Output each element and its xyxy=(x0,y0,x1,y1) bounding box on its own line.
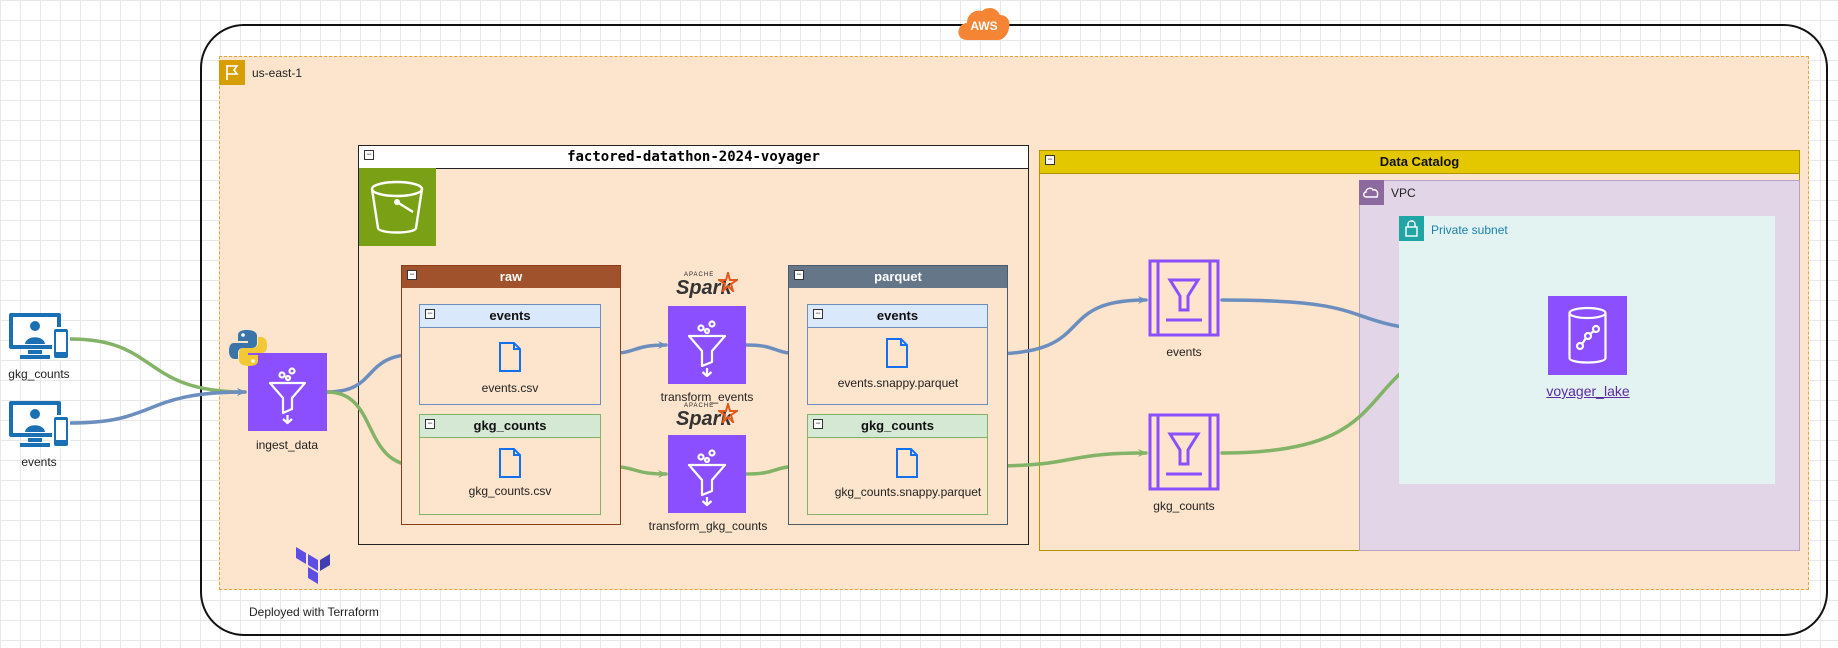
file-icon xyxy=(886,338,908,368)
vpc-label: VPC xyxy=(1391,186,1416,200)
gkg-counts-csv-label: gkg_counts.csv xyxy=(468,484,552,498)
aws-badge: AWS xyxy=(970,19,998,33)
collapse-toggle[interactable]: − xyxy=(407,270,417,280)
terraform-icon xyxy=(296,546,332,586)
raw-gkg-title: gkg_counts xyxy=(420,415,600,438)
gkg-counts-crawler[interactable] xyxy=(1146,412,1222,492)
raw-title: raw xyxy=(402,266,620,288)
voyager-lake-database[interactable] xyxy=(1548,296,1627,375)
ingest-data-label: ingest_data xyxy=(255,438,319,452)
glue-function-icon xyxy=(687,449,727,507)
source-events xyxy=(8,400,70,450)
aws-logo: AWS xyxy=(957,6,1011,42)
footer-label: Deployed with Terraform xyxy=(249,605,379,619)
transform-events-label: transform_events xyxy=(660,390,754,404)
source-events-label: events xyxy=(21,455,57,469)
parquet-gkg-folder: gkg_counts − xyxy=(807,414,988,515)
collapse-toggle[interactable]: − xyxy=(425,309,435,319)
gkg-counts-parquet-label: gkg_counts.snappy.parquet xyxy=(834,485,982,499)
spark-logo-small: APACHE xyxy=(684,272,715,278)
file-icon xyxy=(499,448,521,478)
spark-star-icon xyxy=(718,403,738,423)
events-parquet-label: events.snappy.parquet xyxy=(837,376,959,390)
raw-gkg-folder: gkg_counts − xyxy=(419,414,601,515)
data-catalog-title: Data Catalog xyxy=(1040,151,1799,174)
ingest-data-function[interactable] xyxy=(248,353,327,431)
s3-bucket-icon xyxy=(359,168,436,246)
spark-logo-small: APACHE xyxy=(684,403,715,409)
lock-icon xyxy=(1399,216,1424,241)
python-icon xyxy=(228,328,268,368)
database-icon xyxy=(1568,306,1607,364)
voyager-lake-link[interactable]: voyager_lake xyxy=(1546,383,1630,399)
collapse-toggle[interactable]: − xyxy=(1045,155,1055,165)
events-parquet-file[interactable] xyxy=(885,338,909,368)
events-crawler-label: events xyxy=(1166,345,1202,359)
parquet-title: parquet xyxy=(789,266,1007,288)
events-csv-file[interactable] xyxy=(498,342,522,372)
raw-events-folder: events − xyxy=(419,304,601,405)
region-flag-icon xyxy=(219,60,245,85)
region-label: us-east-1 xyxy=(252,66,303,80)
vpc-cloud-icon xyxy=(1359,180,1384,205)
collapse-toggle[interactable]: − xyxy=(364,150,374,160)
spark-logo-text: Spark xyxy=(676,277,732,299)
client-devices-icon xyxy=(9,313,70,360)
collapse-toggle[interactable]: − xyxy=(813,309,823,319)
parquet-gkg-title: gkg_counts xyxy=(808,415,987,438)
spark-logo: APACHE Spark xyxy=(674,403,740,435)
private-subnet-label: Private subnet xyxy=(1431,223,1508,237)
events-csv-label: events.csv xyxy=(481,381,539,395)
collapse-toggle[interactable]: − xyxy=(813,419,823,429)
transform-gkg-counts-function[interactable] xyxy=(668,435,746,513)
raw-events-title: events xyxy=(420,305,600,328)
gkg-counts-crawler-label: gkg_counts xyxy=(1153,499,1215,513)
glue-function-icon xyxy=(268,367,307,425)
spark-logo: APACHE Spark xyxy=(674,272,740,304)
events-crawler[interactable] xyxy=(1146,258,1222,338)
gkg-counts-parquet-file[interactable] xyxy=(895,448,919,478)
glue-function-icon xyxy=(687,320,727,378)
glue-crawler-icon xyxy=(1148,259,1220,337)
transform-events-function[interactable] xyxy=(668,306,746,384)
bucket-icon xyxy=(370,180,424,234)
collapse-toggle[interactable]: − xyxy=(425,419,435,429)
file-icon xyxy=(499,342,521,372)
transform-gkg-counts-label: transform_gkg_counts xyxy=(648,519,768,533)
spark-star-icon xyxy=(718,272,738,292)
aws-cloud-group xyxy=(200,24,1828,636)
client-devices-icon xyxy=(9,401,70,448)
gkg-counts-csv-file[interactable] xyxy=(498,448,522,478)
bucket-title: factored-datathon-2024-voyager xyxy=(359,146,1028,169)
spark-logo-text: Spark xyxy=(676,408,732,430)
source-gkg-counts-label: gkg_counts xyxy=(8,367,70,381)
parquet-events-folder: events − xyxy=(807,304,988,405)
source-gkg-counts xyxy=(8,312,70,362)
parquet-events-title: events xyxy=(808,305,987,328)
file-icon xyxy=(896,448,918,478)
collapse-toggle[interactable]: − xyxy=(794,270,804,280)
glue-crawler-icon xyxy=(1148,413,1220,491)
cloud-icon xyxy=(958,7,1010,40)
